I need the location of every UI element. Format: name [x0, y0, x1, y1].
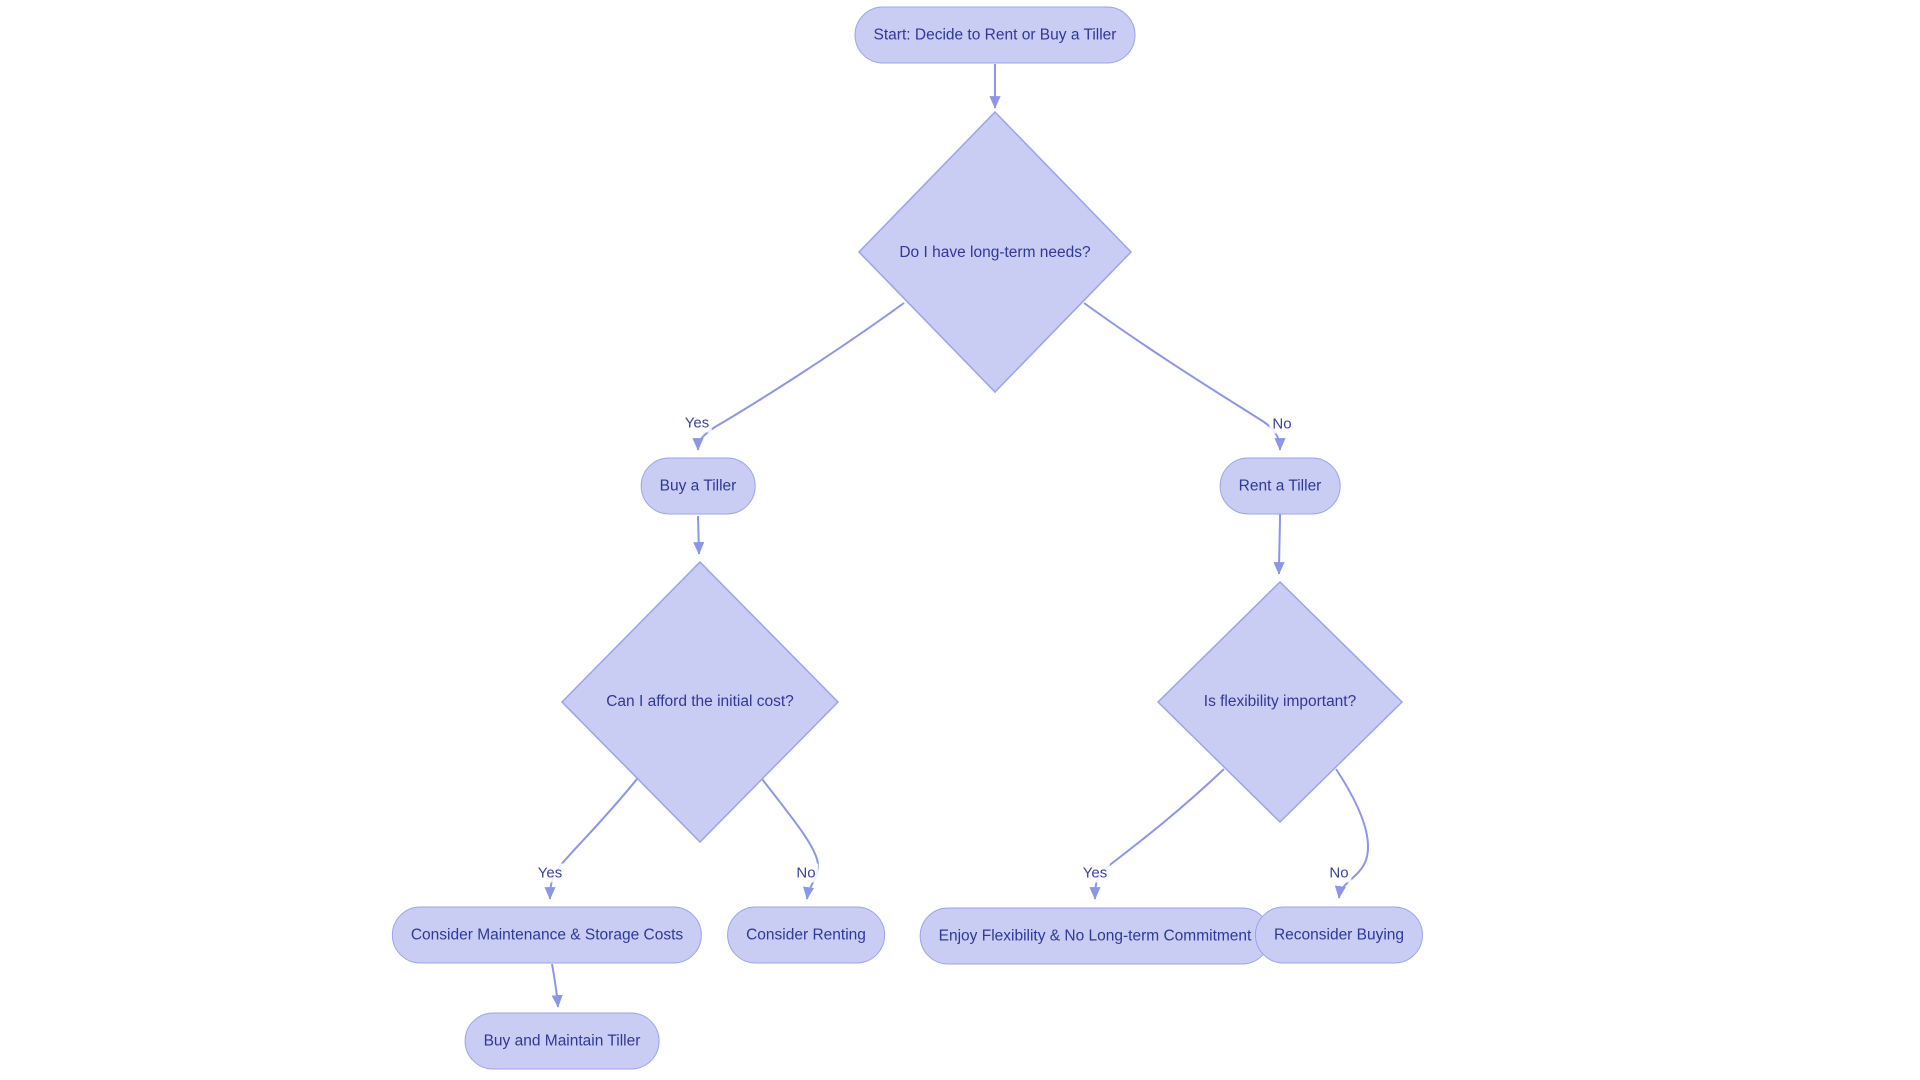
node-consider-renting: Consider Renting: [727, 906, 885, 964]
node-start: Start: Decide to Rent or Buy a Tiller: [854, 6, 1136, 64]
node-consider-costs: Consider Maintenance & Storage Costs: [391, 906, 703, 964]
decision-flexibility-label: Is flexibility important?: [1203, 693, 1357, 710]
decision-flexibility-shape: [1156, 580, 1404, 824]
edge-label-longterm-no: No: [1269, 414, 1295, 434]
node-enjoy-flexibility: Enjoy Flexibility & No Long-term Commitm…: [919, 907, 1271, 965]
edge-flex-yes-to-enjoy: [1089, 768, 1225, 900]
node-buy-and-maintain: Buy and Maintain Tiller: [464, 1012, 660, 1070]
decision-long-term-needs-shape: [857, 110, 1133, 394]
edge-rent-to-flexibility: [1273, 512, 1285, 575]
node-rent-a-tiller: Rent a Tiller: [1219, 457, 1341, 515]
edge-costs-to-maintain: [551, 963, 563, 1008]
edge-label-longterm-yes: Yes: [681, 413, 713, 433]
edge-longterm-yes-to-buy: [692, 302, 905, 451]
edge-label-afford-yes: Yes: [534, 863, 566, 883]
decision-afford-cost-label: Can I afford the initial cost?: [606, 693, 794, 710]
decision-long-term-needs-label: Do I have long-term needs?: [899, 244, 1091, 261]
edge-label-flex-no: No: [1326, 863, 1352, 883]
decision-afford-cost-shape: [560, 560, 840, 844]
edge-label-flex-yes: Yes: [1079, 863, 1111, 883]
node-buy-a-tiller: Buy a Tiller: [640, 457, 756, 515]
edge-flex-no-to-reconsider: [1334, 768, 1369, 899]
node-reconsider-buying: Reconsider Buying: [1254, 906, 1424, 964]
edge-afford-no-to-renting: [761, 778, 820, 900]
edge-buy-to-afford: [693, 515, 705, 555]
edge-label-afford-no: No: [793, 863, 819, 883]
edge-longterm-no-to-rent: [1083, 302, 1286, 451]
